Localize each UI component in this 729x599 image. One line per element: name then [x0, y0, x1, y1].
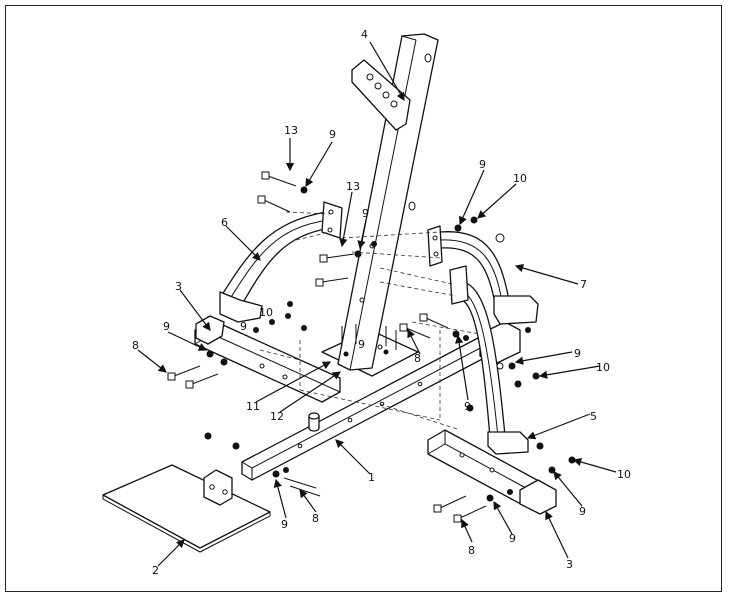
callout-12: 12 — [270, 410, 284, 423]
bolt-upper-left — [257, 195, 291, 213]
callout-9-left-arm: 9 — [240, 320, 247, 333]
storage-peg — [308, 412, 320, 432]
callout-10-left: 10 — [259, 306, 273, 319]
callout-3-left: 3 — [175, 280, 182, 293]
diagram-frame — [5, 5, 722, 592]
callout-9-right-b: 9 — [579, 505, 586, 518]
right-side-base-part — [427, 429, 557, 515]
callout-8-left: 8 — [132, 339, 139, 352]
callout-8-right: 8 — [468, 544, 475, 557]
plate-bracket — [203, 469, 233, 506]
callout-9-right-c: 9 — [509, 532, 516, 545]
callout-6: 6 — [221, 216, 228, 229]
callout-8-front: 8 — [312, 512, 319, 525]
callout-5: 5 — [590, 410, 597, 423]
left-arm-part — [219, 201, 343, 323]
callout-9-upper-right: 9 — [479, 158, 486, 171]
callout-8-center: 8 — [414, 352, 421, 365]
callout-9-right-mid: 9 — [464, 400, 471, 413]
callout-11: 11 — [246, 400, 260, 413]
callout-9-upper-left: 9 — [329, 128, 336, 141]
bolt-8-left-a — [167, 365, 201, 381]
callout-10-right-a: 10 — [596, 361, 610, 374]
callout-7: 7 — [580, 278, 587, 291]
callout-3-right: 3 — [566, 558, 573, 571]
callout-labels: 4 13 9 13 9 9 10 6 7 3 9 9 10 8 9 8 9 10… — [132, 28, 631, 577]
left-side-base-part — [194, 315, 341, 403]
callout-13-lower: 13 — [346, 180, 360, 193]
callout-10-right-b: 10 — [617, 468, 631, 481]
callout-9-center: 9 — [358, 338, 365, 351]
bolt-8-left-b — [185, 373, 219, 389]
bolt-8-center — [399, 313, 449, 339]
bolt-13-upper — [261, 171, 297, 187]
callout-9-left: 9 — [163, 320, 170, 333]
right-upper-arm-part — [427, 225, 539, 325]
bolt-8-right — [433, 495, 487, 523]
callout-10-upper-right: 10 — [513, 172, 527, 185]
bolt-13-lower — [319, 253, 355, 263]
floor-plate-part — [102, 464, 271, 553]
callout-leaders — [137, 41, 617, 567]
callout-1: 1 — [368, 471, 375, 484]
callout-13-upper: 13 — [284, 124, 298, 137]
callout-9-front: 9 — [281, 518, 288, 531]
callout-2: 2 — [152, 564, 159, 577]
alignment-lines — [259, 211, 481, 431]
callout-4: 4 — [361, 28, 368, 41]
bolts-vertical-center — [341, 324, 397, 350]
callout-9-right-a: 9 — [574, 347, 581, 360]
right-lower-arm-part — [449, 265, 529, 455]
bolt-mid — [315, 277, 349, 287]
bar-catch-part — [351, 59, 411, 131]
callout-9-column: 9 — [362, 207, 369, 220]
